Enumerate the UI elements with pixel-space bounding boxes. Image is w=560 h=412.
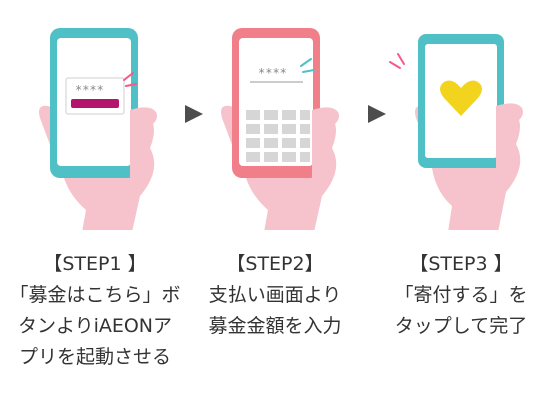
thumb [496,103,523,128]
fundraise-button [71,99,119,108]
step-1-illustration: **** [39,28,157,230]
step-1-line-2: タンよりiAEONア [17,315,173,337]
hand [64,114,155,230]
step-3-line-1: 「寄付する」を [394,284,528,306]
phone-notch [78,30,110,36]
thumb [130,107,157,132]
step-3-illustration [389,34,523,230]
masked-input: **** [75,83,104,97]
thumb [312,107,339,132]
tap-lines [300,58,315,73]
step-2-caption: 【STEP2】 支払い画面より 募金金額を入力 [180,249,370,342]
hand [432,110,521,230]
heart-icon [440,80,482,116]
step-2-line-2: 募金金額を入力 [208,315,342,337]
hand [246,114,337,230]
keypad [246,110,310,162]
step-3-title: 【STEP3 】 [409,253,513,275]
step-3-line-2: タップして完了 [394,315,528,337]
phone-notch [260,30,292,36]
next-arrow-icon [185,105,203,123]
step-1-caption: 【STEP1 】 「募金はこちら」ボ タンよりiAEONア プリを起動させる [0,249,190,373]
tap-lines [123,72,137,87]
next-arrow-icon [368,105,386,123]
step-1-line-3: プリを起動させる [18,346,171,368]
step-2-line-1: 支払い画面より [208,284,342,306]
step-1-line-1: 「募金はこちら」ボ [9,284,181,306]
step-2-title: 【STEP2】 [226,253,324,275]
masked-input: **** [258,66,287,80]
step-2-illustration: **** [221,28,339,230]
step-3-caption: 【STEP3 】 「寄付する」を タップして完了 [366,249,556,342]
tap-lines [389,53,405,69]
step-1-title: 【STEP1 】 [43,253,147,275]
